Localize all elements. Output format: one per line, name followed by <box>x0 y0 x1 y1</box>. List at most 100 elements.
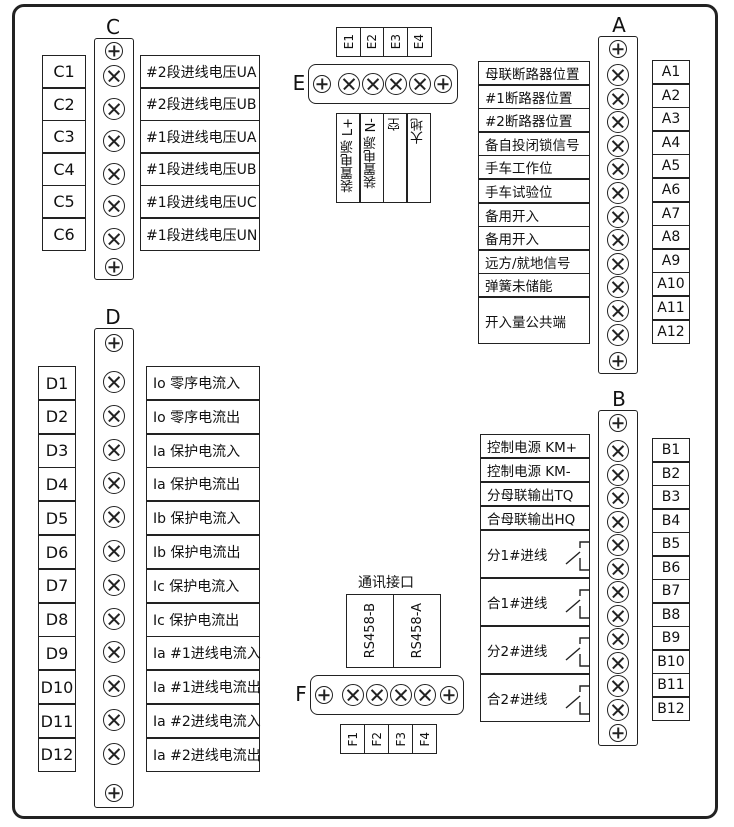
terminal-number: C2 <box>42 87 86 121</box>
terminal-label: Ia 保护电流入 <box>146 433 260 468</box>
terminal-number: B4 <box>652 508 690 533</box>
terminal-label: Ic 保护电流出 <box>146 602 260 637</box>
terminal-number: F4 <box>412 724 437 754</box>
terminal-screw-icon <box>342 684 364 706</box>
block-d-title: D <box>105 305 121 329</box>
terminal-number: C3 <box>42 120 86 154</box>
terminal-number: D9 <box>38 636 76 671</box>
terminal-label-text: 装置电源 N- <box>364 118 379 189</box>
terminal-number: B11 <box>652 673 690 697</box>
terminal-screw-icon <box>103 607 125 630</box>
terminal-number: A9 <box>652 248 690 273</box>
terminal-label: #1段进线电压UA <box>140 120 260 154</box>
terminal-number: D4 <box>38 467 76 502</box>
terminal-number: E2 <box>359 27 385 57</box>
terminal-number: D10 <box>38 670 76 705</box>
terminal-number: A3 <box>652 107 690 132</box>
terminal-label: #1段进线电压UB <box>140 152 260 186</box>
terminal-screw-icon <box>607 487 629 509</box>
terminal-screw-icon <box>607 276 629 299</box>
terminal-number: C1 <box>42 55 86 88</box>
terminal-screw-icon <box>607 205 629 228</box>
terminal-number: A2 <box>652 83 690 108</box>
terminal-screw-icon <box>103 371 125 393</box>
terminal-screw-icon <box>607 134 629 157</box>
terminal-label: 弹簧未储能 <box>478 273 590 298</box>
terminal-number: A7 <box>652 201 690 226</box>
terminal-label: 开入量公共端 <box>478 297 590 344</box>
terminal-number: B10 <box>652 649 690 674</box>
terminal-screw-icon <box>103 540 125 562</box>
terminal-screw-icon <box>103 675 125 698</box>
terminal-number: D8 <box>38 602 76 637</box>
terminal-screw-icon <box>103 506 125 529</box>
terminal-number: A12 <box>652 319 690 344</box>
terminal-number: C6 <box>42 218 86 251</box>
terminal-screw-icon <box>607 510 629 533</box>
terminal-screw-icon <box>607 182 629 204</box>
terminal-label: Io 零序电流出 <box>146 399 260 434</box>
terminal-label: 合1#进线 <box>480 578 590 626</box>
terminal-number: F1 <box>340 724 365 754</box>
block-b-title: B <box>612 387 626 411</box>
terminal-number: B8 <box>652 602 690 627</box>
terminal-label: RS458-A <box>393 594 441 668</box>
terminal-label: 分2#进线 <box>480 626 590 674</box>
terminal-label: #1段进线电压UC <box>140 185 260 219</box>
terminal-label: Io 零序电流入 <box>146 366 260 400</box>
terminal-label: 备用开入 <box>478 226 590 251</box>
terminal-screw-icon <box>607 463 629 486</box>
block-f-title: F <box>295 682 307 706</box>
terminal-screw-icon <box>607 323 629 346</box>
diagram-frame <box>12 4 718 819</box>
terminal-label: Ib 保护电流入 <box>146 501 260 536</box>
terminal-number: D1 <box>38 366 76 400</box>
mount-screw-icon <box>313 75 331 93</box>
terminal-label: 合母联输出HQ <box>480 506 590 530</box>
mount-screw-icon <box>609 40 627 58</box>
terminal-number-text: F3 <box>393 731 408 747</box>
terminal-label: 控制电源 KM- <box>480 458 590 482</box>
terminal-label: #2段进线电压UA <box>140 55 260 88</box>
terminal-screw-icon <box>607 651 629 674</box>
terminal-label: Ia #2进线电流出 <box>146 737 261 772</box>
block-c-title: C <box>106 15 120 39</box>
terminal-label: 备自投闭锁信号 <box>478 131 590 156</box>
terminal-number: B2 <box>652 461 690 486</box>
terminal-number: A1 <box>652 60 690 84</box>
terminal-number-text: E2 <box>365 34 379 50</box>
terminal-screw-icon <box>103 438 125 461</box>
terminal-number: A11 <box>652 296 690 320</box>
terminal-number: E3 <box>383 27 408 57</box>
terminal-number-text: E3 <box>388 34 403 50</box>
mount-screw-icon <box>440 686 458 704</box>
terminal-screw-icon <box>103 97 125 120</box>
terminal-number: A10 <box>652 272 690 297</box>
terminal-number: B12 <box>652 696 690 721</box>
terminal-screw-icon <box>338 73 360 95</box>
terminal-number: C4 <box>42 152 86 186</box>
relay-contacts <box>565 541 590 715</box>
terminal-number-text: E1 <box>341 34 356 50</box>
terminal-screw-icon <box>103 130 125 153</box>
terminal-label: 空 <box>383 113 407 203</box>
mount-screw-icon <box>609 352 627 370</box>
block-f-header: 通讯接口 <box>358 575 414 591</box>
terminal-number: B1 <box>652 438 690 462</box>
terminal-number: B9 <box>652 626 690 650</box>
mount-screw-icon <box>609 724 627 742</box>
terminal-label: 手车试验位 <box>478 179 590 203</box>
terminal-screw-icon <box>607 440 629 462</box>
terminal-label: Ia #2进线电流入 <box>146 704 261 738</box>
mount-screw-icon <box>315 686 333 704</box>
terminal-number: E4 <box>406 27 432 57</box>
terminal-number: D5 <box>38 501 76 536</box>
terminal-screw-icon <box>414 684 436 706</box>
terminal-number: D7 <box>38 568 76 603</box>
terminal-screw-icon <box>103 573 125 596</box>
terminal-screw-icon <box>607 628 629 650</box>
terminal-number: A4 <box>652 130 690 155</box>
block-e-title: E <box>292 71 306 95</box>
terminal-screw-icon <box>103 472 125 495</box>
mount-screw-icon <box>609 414 627 432</box>
